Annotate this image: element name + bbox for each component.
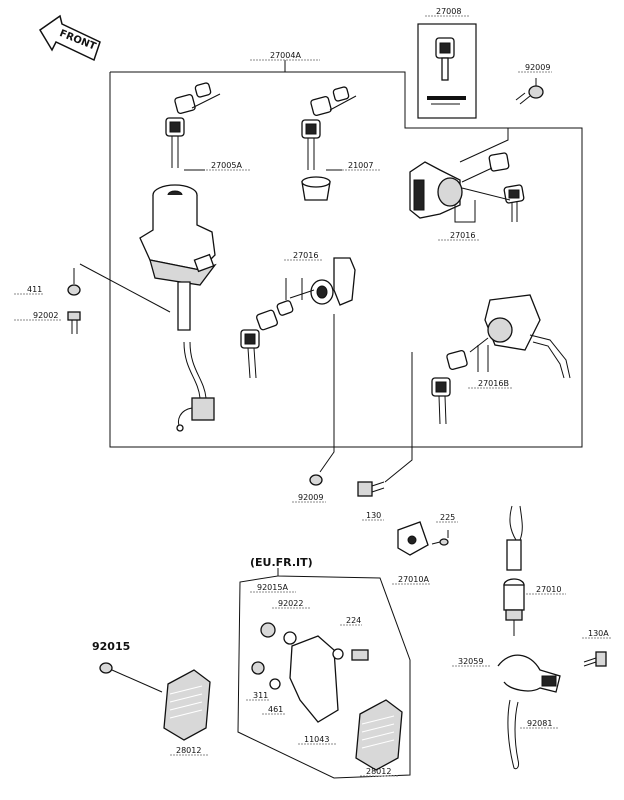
part-labels: 27008 27004A 92009 27005A 21007 27016 41… (27, 7, 609, 776)
label-27016b: 27016B (478, 379, 509, 388)
bracket-32059 (497, 654, 561, 693)
bottom-screws (309, 314, 413, 497)
label-27010: 27010 (536, 585, 561, 594)
label-92081: 92081 (527, 719, 552, 728)
label-224: 224 (346, 616, 361, 625)
ignition-key-pair (165, 82, 221, 168)
label-27004a: 27004A (270, 51, 301, 60)
front-arrow-icon: FRONT (38, 14, 101, 62)
label-92009-bottom: 92009 (298, 493, 323, 502)
ignition-switch (139, 184, 217, 432)
label-28012-right: 28012 (366, 767, 391, 776)
washer-and-bolt (67, 263, 171, 334)
label-92015: 92015 (92, 640, 130, 653)
label-411: 411 (27, 285, 42, 294)
label-27005a: 27005A (211, 161, 242, 170)
footrest-bracket (251, 622, 369, 723)
label-27008: 27008 (436, 7, 461, 16)
key-set-outline (109, 60, 583, 448)
switch-27010 (503, 505, 525, 636)
footrest-left (99, 662, 211, 741)
label-311: 311 (253, 691, 268, 700)
top-right-lock (409, 152, 525, 223)
label-225: 225 (440, 513, 455, 522)
bolt-130a (583, 651, 607, 667)
label-leaders (14, 15, 612, 777)
label-27016-mid: 27016 (293, 251, 318, 260)
label-92009-top: 92009 (525, 63, 550, 72)
label-92015a: 92015A (257, 583, 288, 592)
middle-lock (240, 257, 356, 379)
label-27016-right: 27016 (450, 231, 475, 240)
label-130: 130 (366, 511, 381, 520)
spring-92081 (507, 699, 519, 770)
lower-right-lock (431, 294, 571, 425)
label-28012-left: 28012 (176, 746, 201, 755)
label-27010a: 27010A (398, 575, 429, 584)
label-region: (EU.FR.IT) (250, 556, 313, 569)
key-tag-box (417, 23, 477, 119)
label-11043: 11043 (304, 735, 329, 744)
label-92002: 92002 (33, 311, 58, 320)
eu-box-outline (237, 568, 411, 779)
footrest-right (355, 699, 403, 771)
helmet-lock-key-pair (301, 86, 357, 201)
label-21007: 21007 (348, 161, 373, 170)
label-130a: 130A (588, 629, 609, 638)
label-461: 461 (268, 705, 283, 714)
top-screw (459, 78, 544, 163)
bracket-27010a (397, 521, 449, 556)
label-92022: 92022 (278, 599, 303, 608)
label-32059: 32059 (458, 657, 483, 666)
